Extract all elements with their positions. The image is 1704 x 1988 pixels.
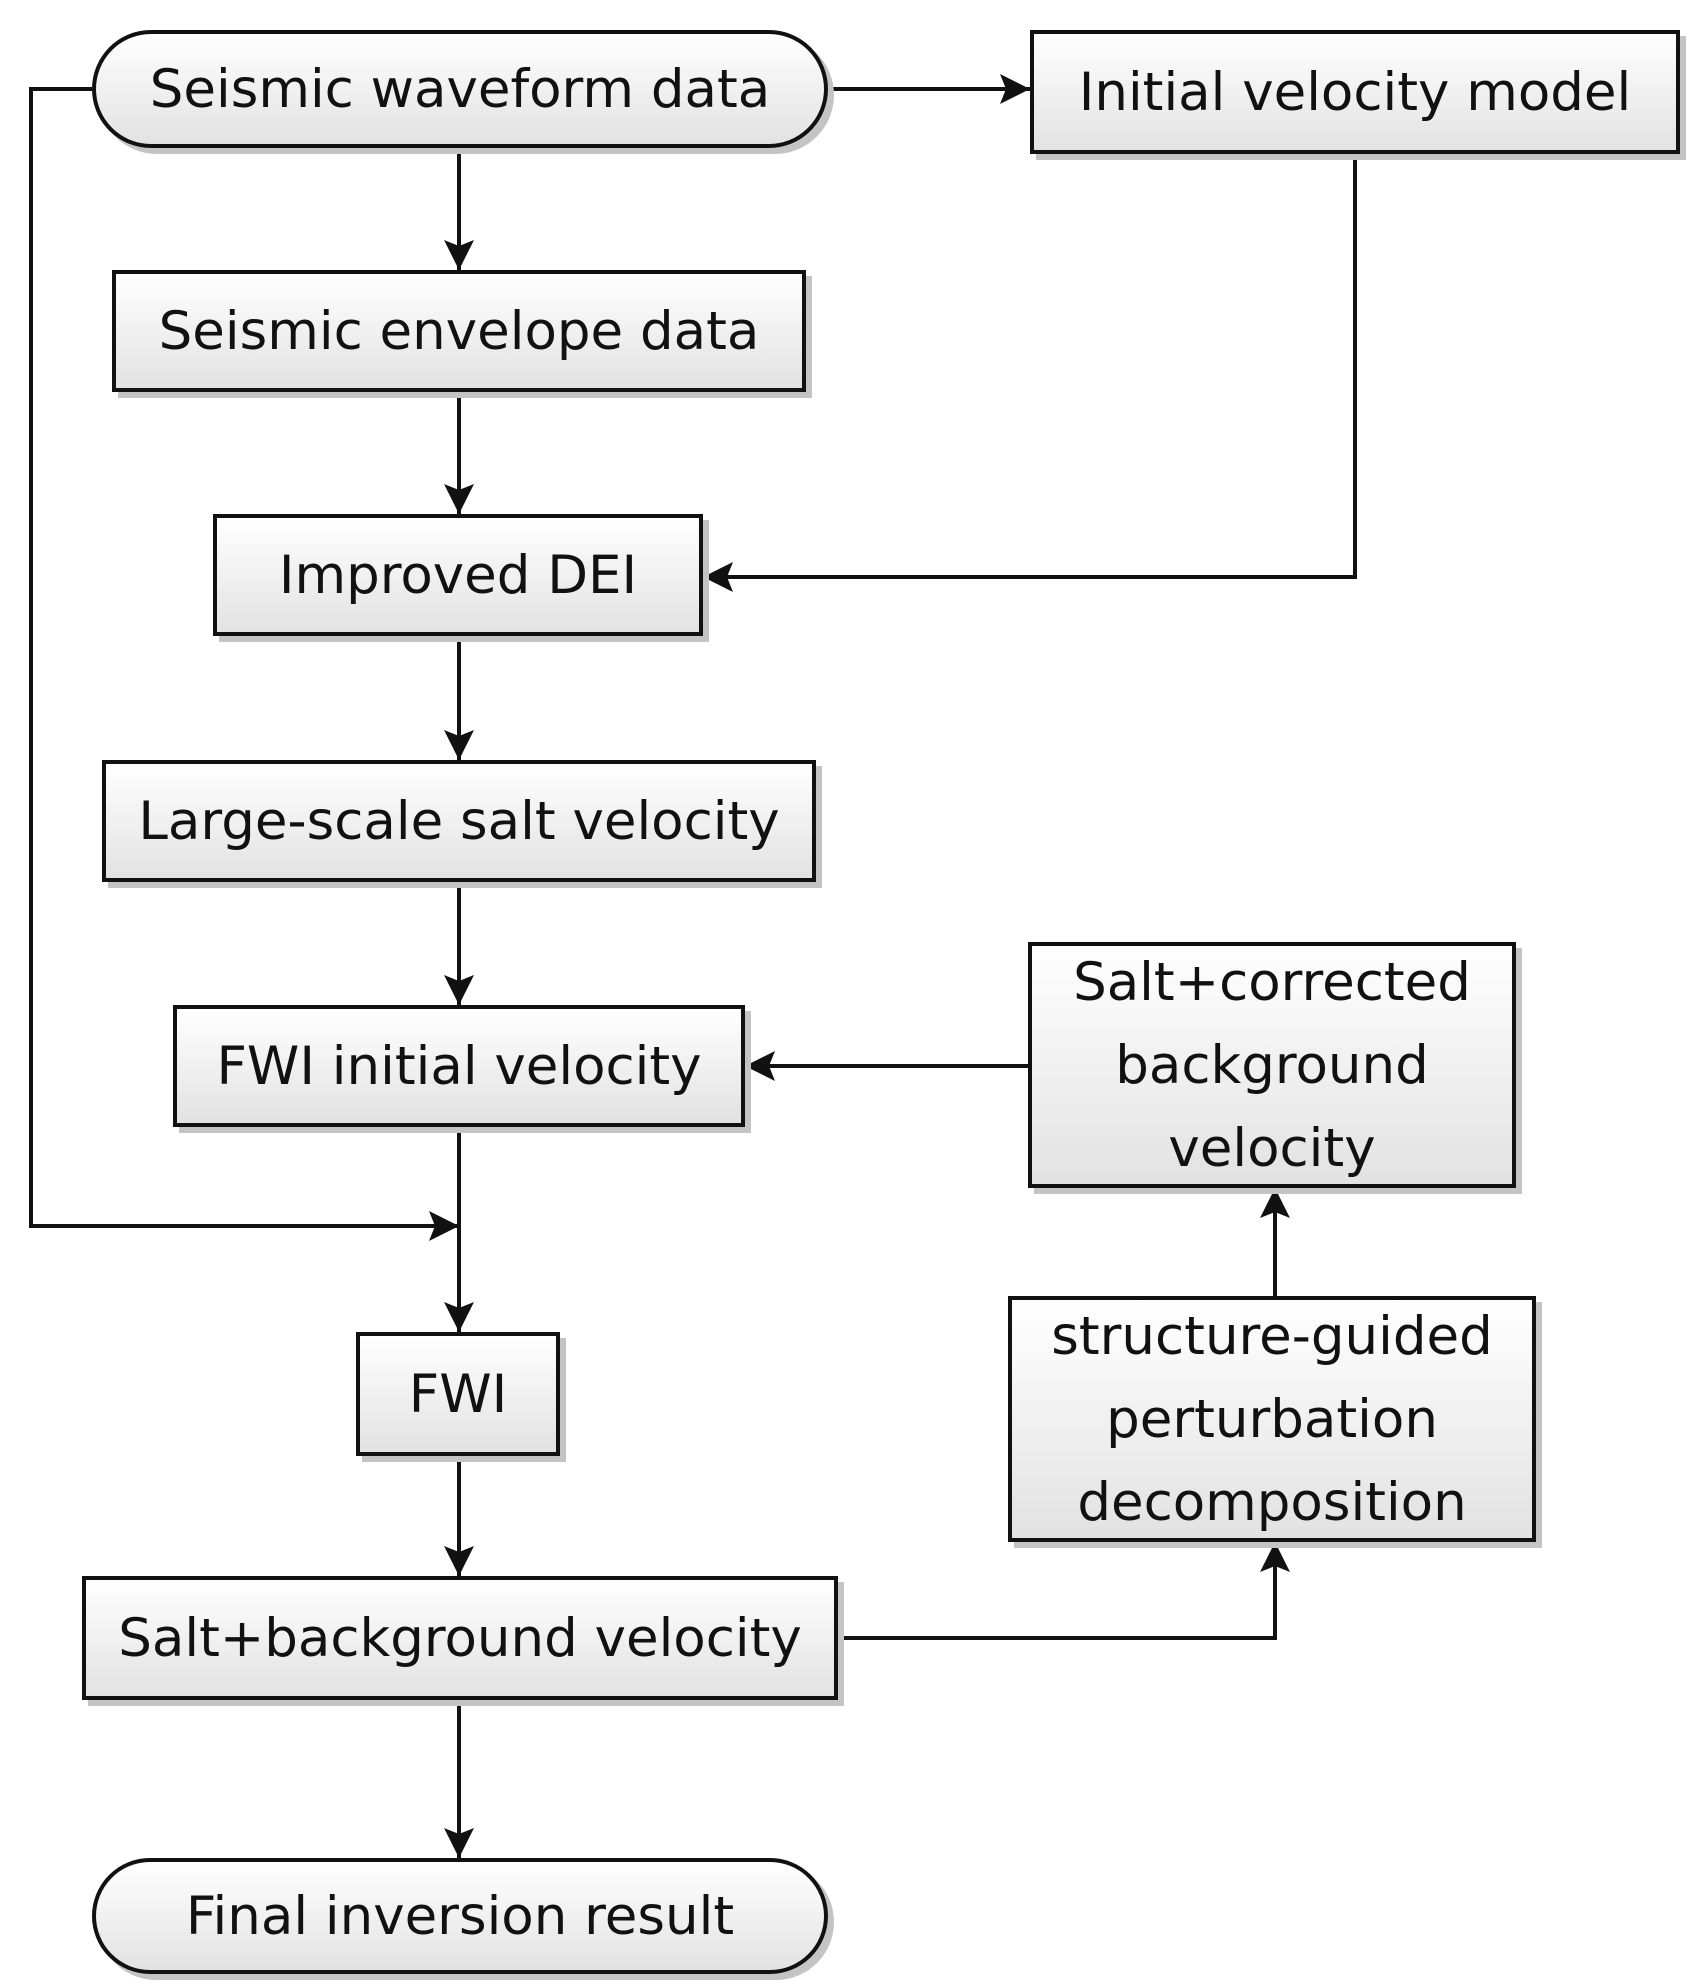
initial-velocity-model-node: Initial velocity model bbox=[1030, 30, 1680, 154]
fwi-initial-velocity-node: FWI initial velocity bbox=[173, 1005, 745, 1127]
improved-dei-label: Improved DEI bbox=[278, 544, 638, 606]
edge-salt-background-velocity-to-structure-guided-perturbation-decomposition bbox=[838, 1542, 1290, 1640]
seismic-envelope-data-label: Seismic envelope data bbox=[158, 300, 760, 362]
salt-background-velocity-label: Salt+background velocity bbox=[118, 1607, 802, 1669]
seismic-envelope-data-node: Seismic envelope data bbox=[112, 270, 806, 392]
initial-velocity-model-label: Initial velocity model bbox=[1078, 61, 1632, 123]
structure-guided-perturbation-decomposition-label: structure-guided perturbation decomposit… bbox=[1051, 1305, 1493, 1533]
improved-dei-node: Improved DEI bbox=[213, 514, 703, 636]
final-inversion-result-label: Final inversion result bbox=[185, 1885, 735, 1947]
structure-guided-perturbation-decomposition-node: structure-guided perturbation decomposit… bbox=[1008, 1296, 1536, 1542]
salt-corrected-background-velocity-node: Salt+corrected background velocity bbox=[1028, 942, 1516, 1188]
seismic-waveform-data-label: Seismic waveform data bbox=[149, 58, 771, 120]
edge-seismic-waveform-data-to-fwi bbox=[29, 87, 459, 1241]
salt-corrected-background-velocity-label: Salt+corrected background velocity bbox=[1073, 951, 1471, 1179]
large-scale-salt-velocity-label: Large-scale salt velocity bbox=[138, 790, 780, 852]
fwi-node: FWI bbox=[356, 1332, 560, 1456]
final-inversion-result-node: Final inversion result bbox=[92, 1858, 828, 1974]
fwi-initial-velocity-label: FWI initial velocity bbox=[216, 1035, 702, 1097]
fwi-label: FWI bbox=[408, 1363, 508, 1425]
large-scale-salt-velocity-node: Large-scale salt velocity bbox=[102, 760, 816, 882]
seismic-waveform-data-node: Seismic waveform data bbox=[92, 30, 828, 148]
edge-initial-velocity-model-to-improved-dei bbox=[703, 154, 1357, 592]
salt-background-velocity-node: Salt+background velocity bbox=[82, 1576, 838, 1700]
